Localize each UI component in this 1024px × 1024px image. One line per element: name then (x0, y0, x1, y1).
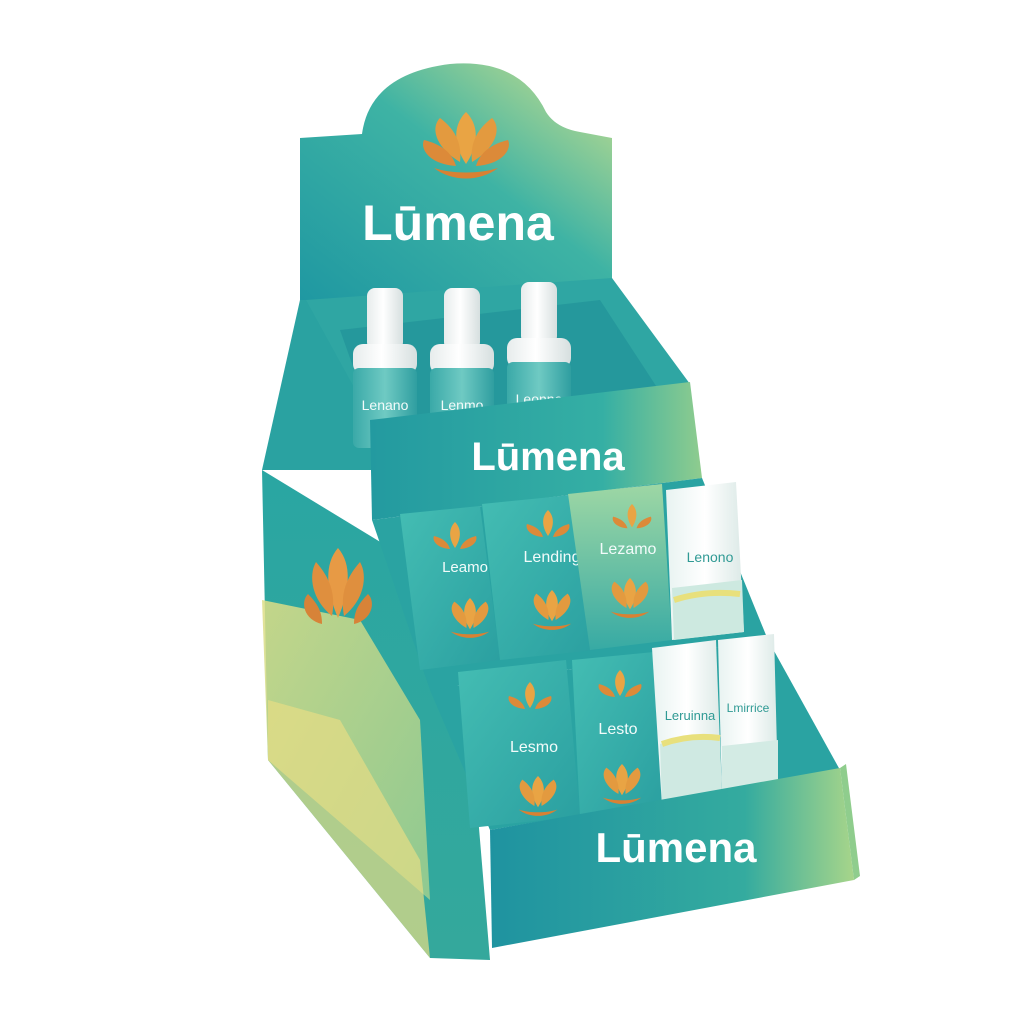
top-tier: Lenano Lenmo Leonno Lūmena (306, 278, 702, 520)
lotus-flower-icon (526, 510, 570, 537)
tube-label: Lmirrice (727, 701, 770, 715)
box-label: Lending (524, 549, 581, 566)
product-box: Lesto (572, 652, 664, 816)
lotus-flower-icon (423, 112, 509, 179)
product-box: Lesmo (458, 660, 580, 828)
product-box: Lezamo (568, 484, 672, 650)
side-lotus-icon (304, 548, 372, 624)
tube-label: Lenono (687, 549, 734, 565)
header-brand-name: Lūmena (362, 195, 555, 251)
product-tube: Lmirrice (718, 634, 778, 796)
lotus-flower-icon (598, 670, 642, 697)
lotus-flower-icon (610, 578, 650, 618)
header-board: Lūmena (300, 63, 612, 301)
box-label: Lesmo (510, 739, 558, 756)
middle-tier: Leamo Lending (372, 478, 768, 690)
lotus-flower-icon (508, 682, 552, 709)
box-label: Leamo (442, 559, 488, 576)
lotus-flower-icon (602, 764, 642, 804)
lotus-flower-icon (450, 598, 490, 638)
bottom-tier: Lesmo Lesto (430, 634, 860, 948)
display-side-panel (262, 300, 490, 960)
lotus-flower-icon (532, 590, 572, 630)
tube-label: Leruinna (665, 708, 716, 723)
base-brand-name: Lūmena (595, 824, 757, 871)
lotus-flower-icon (518, 776, 558, 816)
box-label: Lesto (598, 721, 637, 738)
lotus-flower-icon (433, 522, 477, 549)
product-tube: Lenono (666, 482, 744, 640)
product-tube: Leruinna (652, 640, 722, 806)
box-label: Lezamo (600, 541, 657, 558)
bottle-label: Lenano (362, 397, 409, 413)
product-box: Lending (482, 494, 596, 660)
lotus-flower-icon (612, 504, 652, 529)
tier1-brand-name: Lūmena (471, 435, 625, 479)
product-box: Leamo (400, 506, 500, 670)
